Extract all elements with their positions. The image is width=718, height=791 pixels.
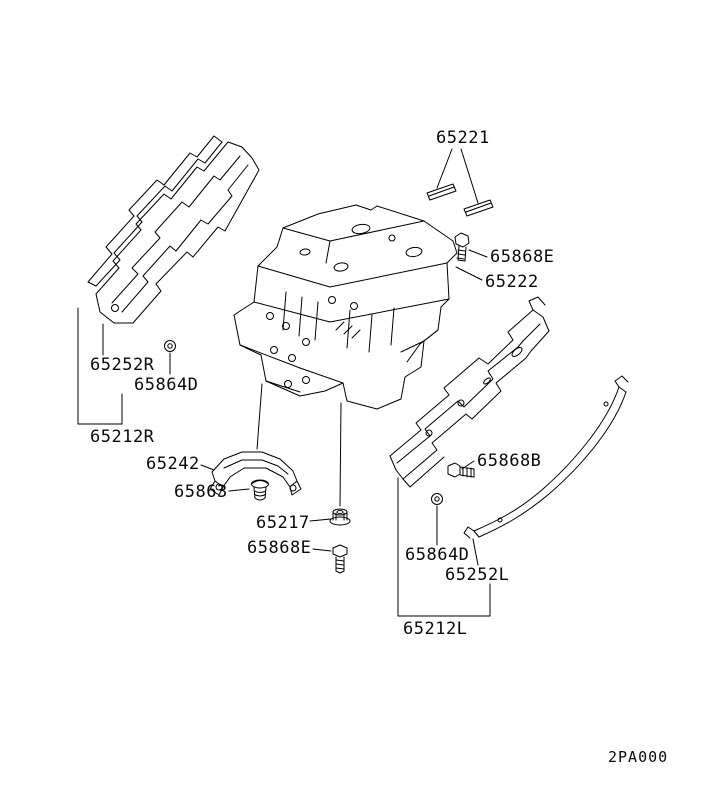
sill-rail-drawing: [463, 375, 629, 539]
part-label-65212L: 65212L: [403, 619, 467, 639]
side-member-left-drawing: [389, 296, 550, 488]
leader-lines: [77, 148, 491, 617]
bolt-icon-bottom: [332, 544, 348, 574]
part-label-65217: 65217: [256, 513, 310, 533]
floor-panel-assembly-drawing: [233, 204, 458, 410]
part-label-65242: 65242: [146, 454, 200, 474]
part-label-65868B: 65868B: [477, 451, 541, 471]
part-label-65868E-bottom: 65868E: [247, 538, 311, 558]
washer-icon-right: [431, 493, 443, 505]
part-label-65212R: 65212R: [90, 427, 155, 447]
diagram-code: 2PA000: [608, 748, 668, 766]
part-label-65252R: 65252R: [90, 355, 155, 375]
part-labels: 65221 65868E 65222 65252R 65864D 65212R …: [90, 128, 668, 766]
part-label-65864D-right: 65864D: [405, 545, 469, 565]
bracket-drawing: [209, 451, 302, 496]
washer-icon-left: [164, 340, 176, 352]
side-member-right-drawing: [87, 135, 260, 324]
clip-icons: [426, 183, 494, 217]
part-label-65222: 65222: [485, 272, 539, 292]
bolt-icon-b: [447, 462, 475, 478]
bolt-icon-top: [454, 232, 470, 262]
nut-icon: [329, 508, 351, 526]
part-label-65221: 65221: [436, 128, 490, 148]
part-label-65863: 65863: [174, 482, 228, 502]
part-label-65868E-top: 65868E: [490, 247, 554, 267]
grommet-icon: [251, 479, 269, 501]
part-label-65252L: 65252L: [445, 565, 509, 585]
part-label-65864D-left: 65864D: [134, 375, 198, 395]
